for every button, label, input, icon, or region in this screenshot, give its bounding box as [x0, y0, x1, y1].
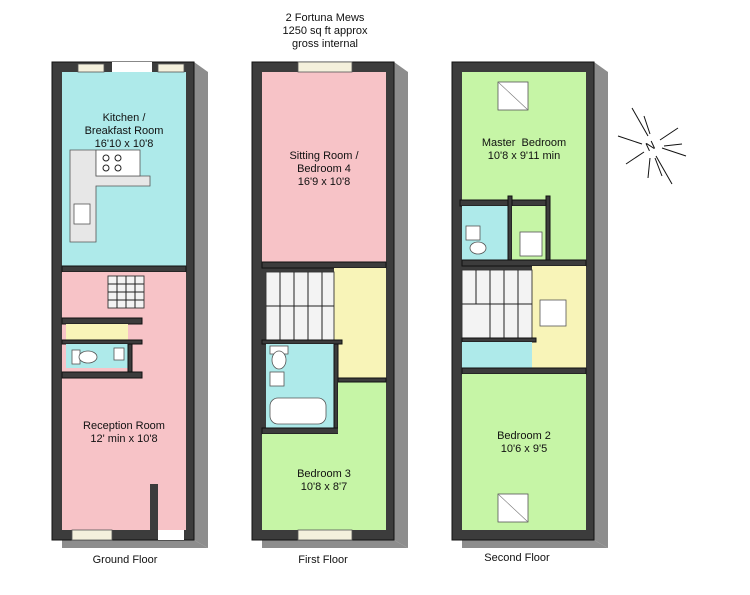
bedroom-2-size: 10'6 x 9'5	[500, 443, 548, 455]
toilet-icon	[469, 241, 487, 255]
hob-ring-icon	[102, 154, 110, 162]
bedroom-3-name: Bedroom 3	[297, 468, 351, 480]
hob-ring-icon	[114, 164, 122, 172]
first-floor-plan	[251, 61, 408, 548]
ground-wall-bottom-shadow	[62, 540, 208, 548]
ensuite-right-wall	[545, 195, 551, 263]
area-basis-text: gross internal	[291, 38, 359, 50]
bedroom-3-size: 10'8 x 8'7	[300, 481, 348, 493]
hob-ring-icon	[114, 154, 122, 162]
wc-top-wall	[61, 317, 143, 325]
ground-partition-wall	[61, 265, 187, 273]
sitting-room-area	[262, 72, 386, 262]
bedroom-2-label: Bedroom 2 10'6 x 9'5	[462, 430, 586, 456]
second-bathroom-area	[462, 342, 532, 368]
ground-window-2	[157, 63, 185, 73]
second-partition-wall	[461, 259, 587, 267]
master-bedroom-label: Master Bedroom 10'8 x 9'11 min	[462, 137, 586, 163]
under-stairs-cupboard	[66, 324, 128, 340]
first-bathroom-side-wall	[333, 343, 339, 435]
hob-ring-icon	[102, 164, 110, 172]
first-landing-area	[334, 268, 386, 380]
address-text: 2 Fortuna Mews	[285, 12, 365, 24]
ground-floor-label: Ground Floor	[92, 554, 158, 566]
first-partition-wall	[261, 261, 387, 269]
reception-area	[62, 272, 186, 530]
first-wall-side-shadow	[394, 62, 408, 548]
bedroom-3-upper-area	[338, 380, 386, 434]
bedroom-3-area	[262, 434, 386, 530]
wc-bottom-wall	[61, 371, 143, 379]
ground-window-1	[77, 63, 105, 73]
toilet-icon	[78, 350, 98, 364]
ensuite-top-wall	[459, 199, 551, 207]
ground-floor-plan	[51, 61, 208, 548]
bathtub-icon	[269, 397, 327, 425]
north-compass-icon	[617, 107, 687, 185]
master-size: 10'8 x 9'11 min	[487, 150, 561, 162]
kitchen-label: Kitchen / Breakfast Room 16'10 x 10'8	[62, 112, 186, 151]
first-bathroom-top-wall	[261, 339, 343, 345]
second-landing-bottom-wall	[461, 367, 587, 375]
bedroom-2-name: Bedroom 2	[497, 430, 551, 442]
sitting-name-2: Bedroom 4	[297, 163, 351, 175]
reception-name: Reception Room	[83, 420, 165, 432]
reception-size: 12' min x 10'8	[90, 433, 158, 445]
first-bathroom-bottom-wall	[261, 427, 343, 435]
second-wall-bottom-shadow	[462, 540, 608, 548]
kitchen-sink-icon	[73, 203, 91, 225]
front-door-opening	[158, 530, 184, 540]
first-front-window	[297, 529, 353, 541]
first-basin-icon	[269, 371, 285, 387]
front-door-wall-return	[150, 484, 158, 532]
second-floor-label: Second Floor	[484, 552, 550, 564]
first-wall-bottom-shadow	[262, 540, 408, 548]
wc-side-wall	[127, 343, 133, 373]
kitchen-size: 16'10 x 10'8	[94, 138, 154, 150]
landing-skylight	[539, 299, 567, 327]
first-floor-label: First Floor	[298, 554, 348, 566]
plan-title: 2 Fortuna Mews 1250 sq ft approx gross i…	[265, 12, 385, 51]
sitting-size: 16'9 x 10'8	[297, 176, 351, 188]
landing-bedroom-wall	[337, 377, 387, 383]
sitting-name: Sitting Room /	[289, 150, 359, 162]
ground-wall-side-shadow	[194, 62, 208, 548]
sitting-room-label: Sitting Room / Bedroom 4 16'9 x 10'8	[262, 150, 386, 189]
first-rear-window	[297, 61, 353, 73]
ground-back-door-opening	[112, 62, 152, 72]
ground-front-window	[71, 529, 113, 541]
reception-label: Reception Room 12' min x 10'8	[62, 420, 186, 446]
second-floor-plan	[451, 61, 608, 548]
ensuite-basin-icon	[465, 225, 481, 241]
second-wall-side-shadow	[594, 62, 608, 548]
kitchen-hob	[95, 149, 141, 177]
area-text: 1250 sq ft approx	[282, 25, 368, 37]
master-name: Master Bedroom	[481, 137, 567, 149]
kitchen-name-2: Breakfast Room	[84, 125, 164, 137]
ensuite-side-wall	[507, 195, 513, 261]
wc-basin-icon	[113, 347, 125, 361]
cupboard-wall	[61, 339, 143, 345]
shower-tray-icon	[519, 231, 543, 257]
bedroom-3-label: Bedroom 3 10'8 x 8'7	[262, 468, 386, 494]
toilet-icon	[271, 350, 287, 370]
kitchen-name: Kitchen /	[102, 112, 146, 124]
second-cupboard-top-wall	[461, 337, 537, 343]
